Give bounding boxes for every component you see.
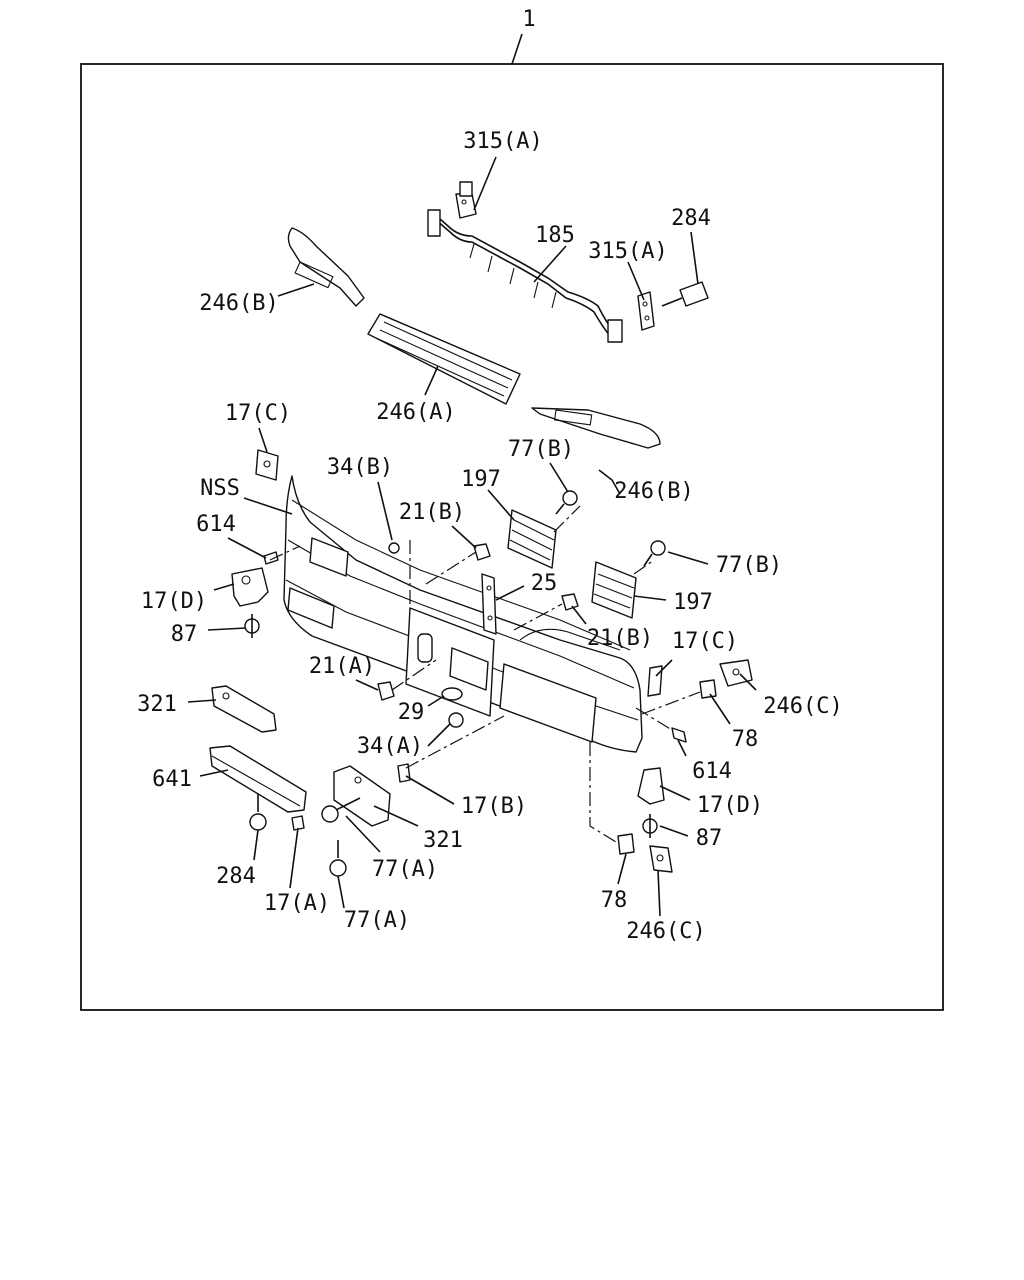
assembly-line-6	[391, 659, 437, 691]
callout-17d-left: 17(D)	[141, 589, 207, 614]
callout-25: 25	[531, 571, 558, 596]
callout-77a-bottom: 77(A)	[344, 908, 410, 933]
callout-77a-mid: 77(A)	[372, 857, 438, 882]
callout-17c-left: 17(C)	[225, 401, 291, 426]
part-246b-garnish-left	[287, 227, 365, 307]
assembly-line-3	[513, 603, 563, 631]
callout-21a: 21(A)	[309, 654, 375, 679]
callout-77b-right: 77(B)	[716, 553, 782, 578]
callout-246b-left: 246(B)	[199, 291, 278, 316]
callout-21b-top: 21(B)	[399, 500, 465, 525]
part-315a-bracket-right	[637, 291, 655, 331]
callout-78-bottom: 78	[601, 888, 628, 913]
part-78-bracket-right	[699, 679, 717, 699]
callout-321-bottom: 321	[423, 828, 463, 853]
callout-17d-right: 17(D)	[697, 793, 763, 818]
assembly-frame	[80, 63, 944, 1011]
assembly-line-5	[269, 545, 301, 561]
part-77a-bolt-bottom	[329, 840, 347, 877]
part-185-stay	[427, 209, 623, 343]
part-17d-bracket-right	[637, 767, 665, 805]
callout-641: 641	[152, 767, 192, 792]
callout-29: 29	[398, 700, 425, 725]
leader-lines	[187, 156, 757, 917]
callout-185: 185	[535, 223, 575, 248]
assembly-line-4	[633, 559, 655, 575]
callout-34a: 34(A)	[357, 734, 423, 759]
callout-77b-top: 77(B)	[508, 437, 574, 462]
part-77b-screw-right	[643, 540, 666, 567]
callout-17a: 17(A)	[264, 891, 330, 916]
callout-34b: 34(B)	[327, 455, 393, 480]
part-614-pin-right	[671, 727, 687, 743]
callout-78-right: 78	[732, 727, 759, 752]
part-17c-bracket-left	[255, 449, 279, 481]
assembly-line-10	[635, 707, 673, 731]
assembly-line-9	[641, 691, 701, 715]
callout-17c-right: 17(C)	[672, 629, 738, 654]
callout-614-left: 614	[196, 512, 236, 537]
callout-246a: 246(A)	[376, 400, 455, 425]
part-197-grille-right	[591, 561, 637, 619]
part-bumper-body	[283, 475, 643, 753]
part-78-bracket-bottom	[617, 833, 635, 855]
callout-87-right: 87	[696, 826, 723, 851]
callout-246c-bottom: 246(C)	[626, 919, 705, 944]
assembly-line-8	[589, 742, 617, 843]
part-315a-bracket-top	[455, 181, 477, 219]
callout-labels: 315(A) 185 284 315(A) 246(B) 246(A) 17(C…	[137, 129, 843, 944]
assembly-number: 1	[522, 7, 535, 32]
part-614-pin-left	[263, 551, 279, 565]
part-321-stay-bottom	[333, 765, 391, 827]
part-77a-bolt-mid	[321, 797, 361, 823]
part-284-bolt-top	[661, 281, 709, 307]
callout-246b-right: 246(B)	[614, 479, 693, 504]
callout-197-left: 197	[461, 467, 501, 492]
part-246c-clip-bottom	[649, 845, 673, 873]
callout-197-right: 197	[673, 590, 713, 615]
part-21b-nut-right	[561, 593, 579, 611]
part-29-washer	[441, 687, 463, 701]
part-17a-clip	[291, 815, 305, 831]
part-34a-nut	[448, 712, 464, 728]
part-284-bolt-bottom	[249, 794, 267, 831]
parts-layer	[209, 181, 753, 877]
part-21a-nut	[377, 681, 395, 701]
part-246a-grille	[367, 313, 521, 405]
callout-614-right: 614	[692, 759, 732, 784]
callout-284-bottom: 284	[216, 864, 256, 889]
part-17d-bracket-left	[231, 567, 269, 607]
part-321-stay-left	[211, 685, 277, 733]
callout-17b: 17(B)	[461, 794, 527, 819]
callout-246c-right: 246(C)	[763, 694, 842, 719]
callout-315a-top: 315(A)	[463, 129, 542, 154]
callout-21b-right: 21(B)	[587, 626, 653, 651]
assembly-line-2	[553, 505, 581, 533]
part-246c-clip-right	[719, 659, 753, 687]
part-87-bolt-left	[244, 614, 260, 638]
part-25-stay	[481, 573, 497, 635]
part-246b-garnish-right	[531, 407, 661, 449]
part-87-bolt-right	[642, 814, 658, 838]
assembly-line-7	[405, 715, 505, 769]
assembly-line-1	[425, 551, 477, 585]
callout-nss: NSS	[200, 476, 240, 501]
callout-284-top: 284	[671, 206, 711, 231]
part-197-grille-left	[507, 509, 557, 569]
callout-321-left: 321	[137, 692, 177, 717]
part-641-plate	[209, 745, 307, 813]
assembly-leader	[511, 33, 523, 65]
callout-87-left: 87	[171, 622, 198, 647]
part-21b-nut-top	[473, 543, 491, 561]
part-17c-bracket-right	[647, 665, 663, 697]
callout-315a-right: 315(A)	[588, 239, 667, 264]
part-77b-screw-top	[555, 490, 578, 515]
part-34b-clip	[388, 542, 400, 554]
